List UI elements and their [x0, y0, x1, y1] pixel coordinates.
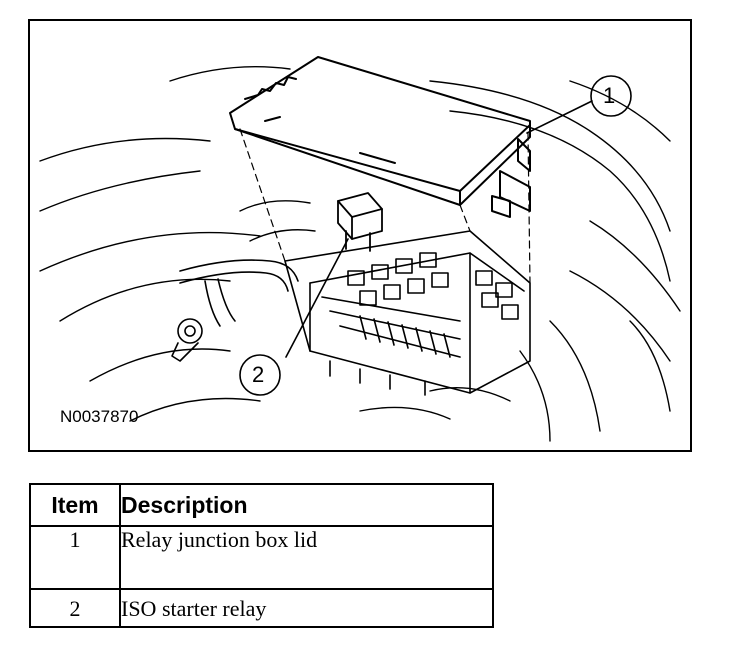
alignment-lines [239, 128, 531, 284]
item-description: ISO starter relay [119, 588, 494, 628]
legend-table: Item Description 1 Relay junction box li… [29, 483, 494, 628]
header-description: Description [119, 483, 494, 527]
figure-id: N0037870 [60, 407, 139, 426]
iso-starter-relay [337, 192, 383, 252]
table-row: 2 ISO starter relay [29, 588, 494, 628]
junction-box-body [284, 230, 531, 396]
callout-1 [526, 75, 632, 134]
header-item: Item [29, 483, 121, 527]
figure-frame: 1 2 N0037870 [28, 19, 692, 452]
junction-box-illustration [39, 56, 681, 442]
relay-junction-box-lid [229, 56, 531, 218]
engine-bay-lines [39, 66, 681, 442]
item-number: 1 [29, 525, 121, 590]
battery-cable [171, 259, 299, 362]
callout-2 [239, 238, 349, 396]
item-description: Relay junction box lid [119, 525, 494, 590]
legend-header-row: Item Description [29, 483, 494, 527]
item-number: 2 [29, 588, 121, 628]
table-row: 1 Relay junction box lid [29, 525, 494, 590]
callout-1-label: 1 [603, 83, 616, 108]
callout-2-label: 2 [252, 362, 265, 387]
